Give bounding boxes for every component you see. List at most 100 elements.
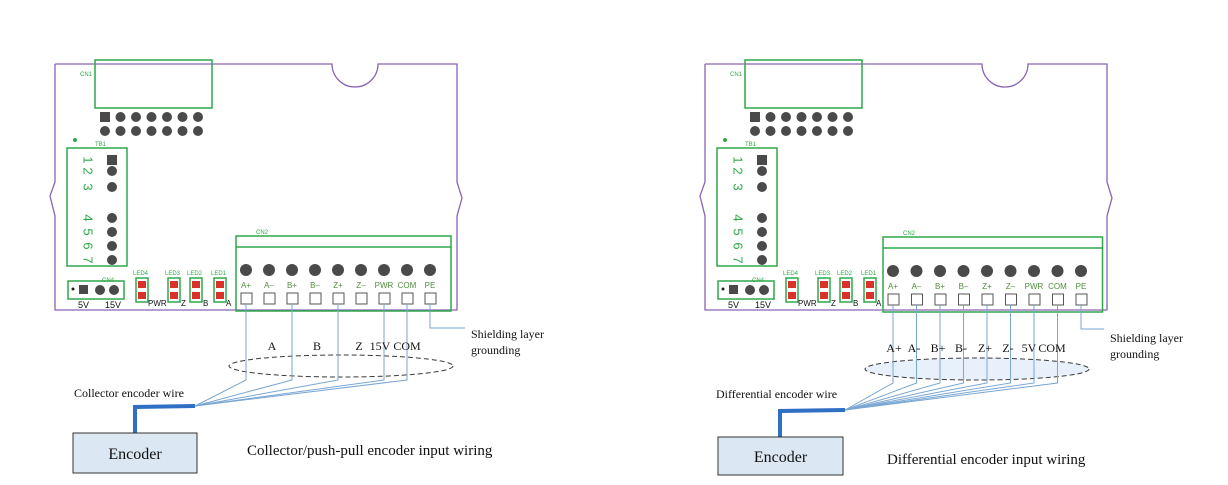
cable-bundle-ellipse [228, 354, 454, 378]
tb1-number: 7 [731, 256, 746, 263]
tb1-pin-square [107, 155, 117, 165]
terminal-label: COM [398, 281, 417, 290]
terminal-label: A+ [888, 282, 898, 291]
terminal-screw [1028, 293, 1041, 306]
cn1-pin [177, 126, 188, 136]
cn1-pin [827, 126, 838, 136]
cn2-pin [887, 265, 899, 277]
tb1-pin [107, 166, 117, 176]
terminal-screw [934, 293, 947, 306]
led-label: LED1 [211, 271, 227, 277]
tb1-number: 1 [81, 156, 96, 163]
terminal-screw [911, 293, 923, 306]
led-pad [820, 292, 828, 299]
tb1-pin [757, 166, 767, 176]
terminal-label: Z– [1006, 282, 1016, 291]
tb1-number: 1 [731, 156, 746, 163]
signal-label: COM [393, 339, 421, 353]
signal-wire [194, 304, 247, 407]
tb1-pin [107, 182, 117, 192]
cn1-pin [131, 112, 141, 122]
led-frame [213, 277, 227, 303]
led-side-label: Z [181, 299, 186, 308]
cn4-block [67, 280, 125, 300]
terminal-label: B– [310, 281, 320, 290]
terminal-label: PWR [1025, 282, 1044, 291]
cn2-label: CN2 [256, 230, 269, 236]
cn4-5v-label: 5V [78, 300, 89, 310]
cn1-pin [843, 126, 853, 136]
tb1-pin [757, 227, 767, 237]
cn1-label: CN1 [80, 72, 93, 78]
led-pad [138, 292, 146, 299]
led-pad [138, 281, 146, 288]
led-label: LED1 [861, 271, 877, 277]
cn1-pin [193, 126, 203, 136]
cn1-label: CN1 [730, 72, 743, 78]
cn1-pin [765, 126, 776, 136]
cn2-pin [286, 264, 298, 276]
terminal-label: PE [425, 281, 436, 290]
tb1-marker-dot [723, 138, 727, 142]
signal-wire [844, 305, 964, 411]
encoder-box [72, 432, 198, 474]
pcb-outline [49, 63, 463, 311]
cn1-pin-square [100, 112, 110, 122]
terminal-label: COM [1048, 282, 1067, 291]
encoder-cable [133, 404, 196, 433]
signal-label: Z [355, 339, 362, 353]
tb1-pin [107, 241, 117, 251]
cn1-pin [765, 112, 776, 122]
signal-label: COM [1038, 341, 1066, 355]
led-frame [817, 277, 831, 303]
cn4-pin [745, 285, 755, 295]
terminal-label: B+ [935, 282, 945, 291]
encoder-box [717, 436, 844, 476]
led-pad [192, 281, 200, 288]
signal-label: Z- [1002, 341, 1013, 355]
led-side-label: PWR [148, 299, 167, 308]
terminal-screw [309, 292, 322, 305]
led-frame [863, 277, 877, 303]
cn4-pin [759, 285, 769, 295]
cn4-pin [109, 285, 119, 295]
cn2-pin [355, 264, 367, 276]
tb1-pin [757, 182, 767, 192]
led-frame [167, 277, 181, 303]
cn4-block [717, 280, 775, 300]
led-pad [866, 292, 874, 299]
cn1-pin [162, 112, 172, 122]
led-side-label: B [203, 299, 208, 308]
cn2-pin [424, 264, 436, 276]
tb1-number: 3 [81, 183, 96, 190]
tb1-pin [107, 255, 117, 265]
cn1-pin [796, 112, 807, 122]
cn1-pin [796, 126, 807, 136]
signal-wire [844, 305, 1058, 411]
signal-wire [844, 305, 1035, 411]
tb1-number: 2 [81, 167, 96, 174]
signal-label: 15V [370, 339, 391, 353]
tb1-number: 6 [81, 242, 96, 249]
led-label: LED4 [133, 271, 149, 277]
led-pad [842, 292, 850, 299]
cn1-pin [750, 126, 760, 136]
tb1-number: 5 [731, 228, 746, 235]
encoder-cable [778, 408, 846, 437]
tb1-number: 4 [81, 214, 96, 221]
cn1-pin [177, 112, 188, 122]
cn2-connector [235, 235, 452, 312]
cn1-pin [843, 112, 853, 122]
signal-label: B- [955, 341, 967, 355]
terminal-screw [332, 292, 345, 305]
cn1-pin [115, 112, 126, 122]
led-frame [135, 277, 149, 303]
led-side-label: B [853, 299, 858, 308]
cn1-pin [827, 112, 838, 122]
cn2-pin [332, 264, 344, 276]
terminal-screw [958, 293, 970, 306]
terminal-label: Z+ [982, 282, 992, 291]
cn2-pin [401, 264, 413, 276]
terminal-label: B+ [287, 281, 297, 290]
